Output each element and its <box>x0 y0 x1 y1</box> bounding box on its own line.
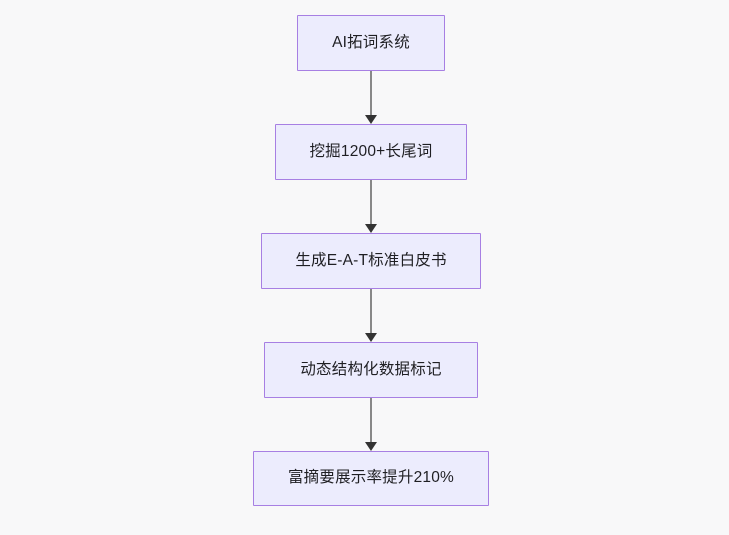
arrowhead-down-icon <box>365 442 377 451</box>
arrowhead-down-icon <box>365 115 377 124</box>
flow-node-rich-snippet-impression-lift[interactable]: 富摘要展示率提升210% <box>253 451 489 506</box>
connector-line <box>370 289 372 333</box>
flow-connector-2-to-3 <box>362 180 380 233</box>
flow-node-mine-longtail-keywords[interactable]: 挖掘1200+长尾词 <box>275 124 467 180</box>
arrowhead-down-icon <box>365 333 377 342</box>
connector-line <box>370 71 372 115</box>
flow-node-label: 富摘要展示率提升210% <box>287 469 455 487</box>
flow-connector-4-to-5 <box>362 398 380 451</box>
flow-node-label: 动态结构化数据标记 <box>300 360 442 378</box>
flow-node-label: AI拓词系统 <box>332 33 410 51</box>
connector-line <box>370 398 372 442</box>
arrowhead-down-icon <box>365 224 377 233</box>
connector-line <box>370 180 372 224</box>
flow-node-label: 挖掘1200+长尾词 <box>309 142 433 160</box>
flow-node-label: 生成E-A-T标准白皮书 <box>295 251 447 269</box>
flow-node-dynamic-structured-data-markup[interactable]: 动态结构化数据标记 <box>264 342 478 398</box>
flow-connector-3-to-4 <box>362 289 380 342</box>
flow-connector-1-to-2 <box>362 71 380 124</box>
flow-node-ai-keyword-system[interactable]: AI拓词系统 <box>297 15 445 71</box>
flow-node-generate-eat-whitepaper[interactable]: 生成E-A-T标准白皮书 <box>261 233 481 289</box>
